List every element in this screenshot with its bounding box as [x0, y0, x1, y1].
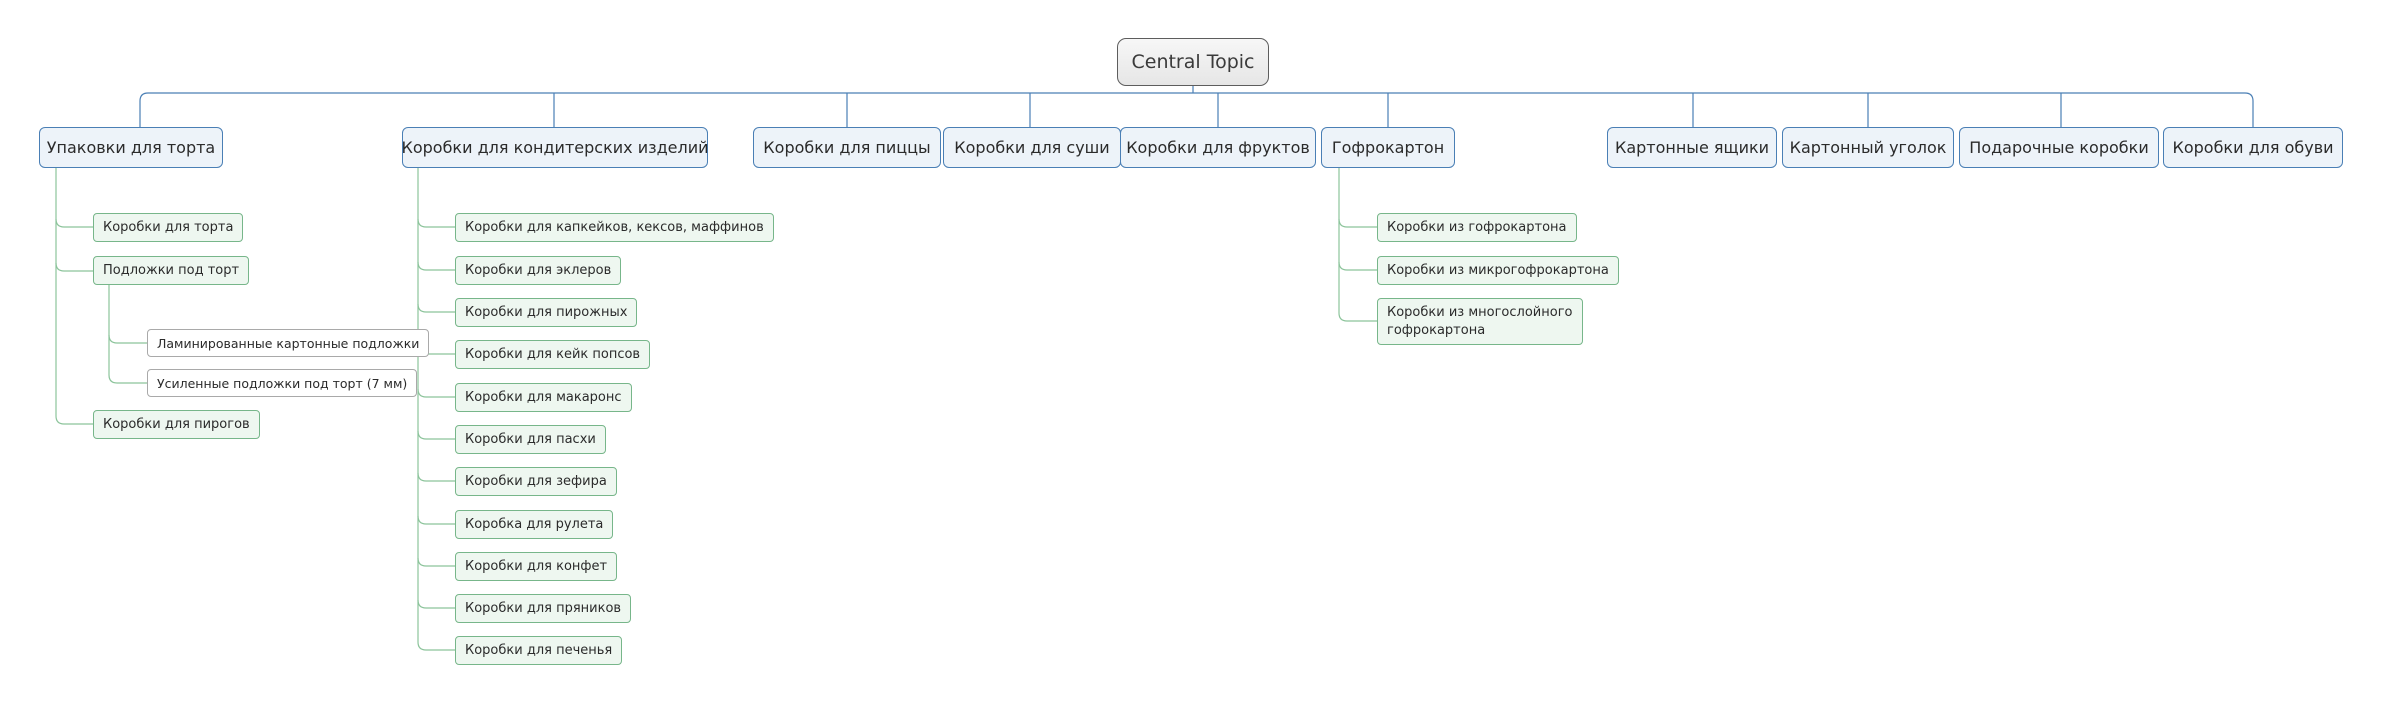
- subtopic-item[interactable]: Коробки для кейк попсов: [455, 340, 651, 369]
- subtopic-item[interactable]: Коробки для капкейков, кексов, маффинов: [455, 213, 774, 242]
- topic-carton-corner[interactable]: Картонный уголок: [1782, 127, 1954, 168]
- subtopic-item[interactable]: Коробки для макаронс: [455, 383, 632, 412]
- subtopic-item[interactable]: Коробки для пирожных: [455, 298, 638, 327]
- subtopic-label: Коробки для пряников: [465, 601, 622, 616]
- subtopic-item[interactable]: Коробки из гофрокартона: [1377, 213, 1577, 242]
- topic-sushi-boxes[interactable]: Коробки для суши: [943, 127, 1121, 168]
- topic-label: Подарочные коробки: [1969, 138, 2149, 157]
- subtopic-item[interactable]: Коробки для пирогов: [93, 410, 260, 439]
- topic-corrugated-board[interactable]: Гофрокартон: [1321, 127, 1455, 168]
- subtopic-level3-item[interactable]: Ламинированные картонные подложки: [147, 329, 430, 357]
- subtopic-label: Коробки для макаронс: [465, 390, 622, 405]
- subtopic-item[interactable]: Коробки для торта: [93, 213, 244, 242]
- subtopic-item[interactable]: Коробки для зефира: [455, 467, 617, 496]
- topic-carton-crates[interactable]: Картонные ящики: [1607, 127, 1777, 168]
- subtopic-item[interactable]: Коробки для пасхи: [455, 425, 606, 454]
- topic-label: Коробки для фруктов: [1126, 138, 1310, 157]
- subtopic-label: Коробки для торта: [103, 220, 234, 235]
- subtopic-label: Усиленные подложки под торт (7 мм): [157, 375, 408, 391]
- subtopic-label: Коробки из микрогофрокартона: [1387, 263, 1609, 278]
- subtopic-label: Коробка для рулета: [465, 517, 604, 532]
- central-topic-label: Central Topic: [1131, 51, 1255, 73]
- subtopic-item[interactable]: Коробки для печенья: [455, 636, 623, 665]
- subtopic-label: Коробки для капкейков, кексов, маффинов: [465, 220, 764, 235]
- topic-shoe-boxes[interactable]: Коробки для обуви: [2163, 127, 2343, 168]
- subtopic-item[interactable]: Коробки из многослойного гофрокартона: [1377, 298, 1583, 345]
- subtopic-label: Коробки для конфет: [465, 559, 608, 574]
- subtopic-level3-item[interactable]: Усиленные подложки под торт (7 мм): [147, 369, 418, 397]
- subtopic-item[interactable]: Коробки для эклеров: [455, 256, 622, 285]
- central-topic[interactable]: Central Topic: [1117, 38, 1269, 86]
- subtopic-label: Подложки под торт: [103, 263, 240, 278]
- subtopic-item[interactable]: Коробка для рулета: [455, 510, 614, 539]
- subtopic-label: Коробки для пирожных: [465, 305, 628, 320]
- subtopic-label: Коробки для пирогов: [103, 417, 250, 432]
- topic-cake-packaging[interactable]: Упаковки для торта: [39, 127, 223, 168]
- topic-label: Картонный уголок: [1789, 138, 1947, 157]
- topic-label: Коробки для кондитерских изделий: [401, 138, 709, 157]
- subtopic-label: Коробки из многослойного гофрокартона: [1387, 304, 1573, 338]
- subtopic-item[interactable]: Коробки для конфет: [455, 552, 618, 581]
- topic-confectionery-boxes[interactable]: Коробки для кондитерских изделий: [401, 127, 709, 168]
- topic-label: Упаковки для торта: [46, 138, 216, 157]
- subtopic-label: Коробки для зефира: [465, 474, 607, 489]
- topic-label: Коробки для обуви: [2172, 138, 2334, 157]
- topic-label: Коробки для пиццы: [763, 138, 931, 157]
- subtopic-label: Коробки из гофрокартона: [1387, 220, 1567, 235]
- subtopic-label: Коробки для эклеров: [465, 263, 612, 278]
- subtopic-label: Коробки для печенья: [465, 643, 613, 658]
- subtopic-label: Коробки для кейк попсов: [465, 347, 641, 362]
- topic-label: Гофрокартон: [1331, 138, 1445, 157]
- subtopic-label: Ламинированные картонные подложки: [157, 335, 420, 351]
- topic-gift-boxes[interactable]: Подарочные коробки: [1959, 127, 2159, 168]
- subtopic-item[interactable]: Коробки из микрогофрокартона: [1377, 256, 1619, 285]
- topic-pizza-boxes[interactable]: Коробки для пиццы: [753, 127, 941, 168]
- subtopic-label: Коробки для пасхи: [465, 432, 596, 447]
- subtopic-item[interactable]: Подложки под торт: [93, 256, 250, 285]
- topic-fruit-boxes[interactable]: Коробки для фруктов: [1120, 127, 1316, 168]
- topic-label: Коробки для суши: [954, 138, 1110, 157]
- subtopic-item[interactable]: Коробки для пряников: [455, 594, 632, 623]
- topic-label: Картонные ящики: [1614, 138, 1770, 157]
